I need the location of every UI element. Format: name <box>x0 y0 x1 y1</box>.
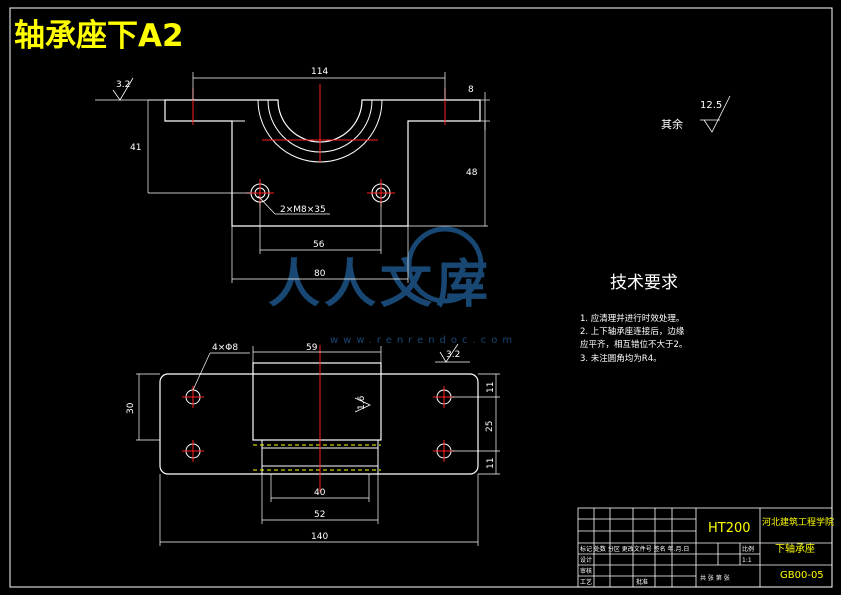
roughness-symbol-top: 3.2 <box>95 77 165 101</box>
svg-text:11: 11 <box>486 382 496 393</box>
svg-text:56: 56 <box>313 240 325 250</box>
svg-text:41: 41 <box>130 143 141 153</box>
dim-52: 52 <box>261 474 379 524</box>
svg-text:140: 140 <box>311 532 328 542</box>
dim-114: 114 <box>192 67 446 100</box>
svg-text:4×Φ8: 4×Φ8 <box>212 343 238 353</box>
svg-text:1.6: 1.6 <box>357 395 367 410</box>
svg-text:52: 52 <box>314 510 325 520</box>
tech-req-item-2: 2. 上下轴承座连接后，边缘 <box>580 326 685 337</box>
svg-text:59: 59 <box>306 343 318 353</box>
tech-req-item-1: 1. 应清理并进行时效处理。 <box>580 313 684 324</box>
roughness-other: 12.5 其余 <box>661 95 731 133</box>
drawing-title: 轴承座下A2 <box>14 18 184 54</box>
svg-text:30: 30 <box>126 402 136 414</box>
hole-note: 4×Φ8 <box>192 343 250 391</box>
dim-140: 140 <box>159 474 479 546</box>
technical-requirements: 技术要求 1. 应清理并进行时效处理。 2. 上下轴承座连接后，边缘 应平齐，相… <box>580 273 687 364</box>
base-plate-outline <box>159 373 479 475</box>
dim-48: 48 <box>408 121 488 227</box>
material: HT200 <box>708 521 751 536</box>
dim-right-stack: 11 25 11 <box>452 373 500 475</box>
svg-text:3.2: 3.2 <box>446 350 460 360</box>
part-name: 下轴承座 <box>775 542 815 555</box>
tech-req-item-4: 3. 未注圆角均为R4。 <box>580 353 662 364</box>
watermark-url: www.renrendoc.com <box>330 335 517 346</box>
thread-note: 2×M8×35 <box>257 195 330 215</box>
school-name: 河北建筑工程学院 <box>762 516 834 528</box>
tb-row-2: 设计 <box>580 556 592 564</box>
tb-row-5: 批准 <box>636 578 648 586</box>
svg-text:其余: 其余 <box>661 117 683 131</box>
dim-8: 8 <box>468 85 490 130</box>
tech-req-item-3: 应平齐，相互错位不大于2。 <box>580 339 687 350</box>
mount-hole-bl <box>182 440 204 462</box>
svg-text:3.2: 3.2 <box>116 80 130 90</box>
watermark-text: 人人文库 <box>268 255 492 315</box>
watermark: 人人文库 www.renrendoc.com <box>268 226 517 346</box>
mount-hole-br <box>433 440 455 462</box>
tb-row-4: 工艺 <box>580 578 592 586</box>
dim-56: 56 <box>259 202 382 254</box>
dim-80: 80 <box>231 226 409 283</box>
sheet-label: 共 张 第 张 <box>700 574 730 582</box>
tb-row-1: 标记 处数 分区 更改文件号 签名 年.月.日 <box>580 545 689 553</box>
dim-59: 59 <box>252 343 382 363</box>
scale-value: 1:1 <box>742 557 752 564</box>
tech-req-title: 技术要求 <box>610 273 678 293</box>
roughness-symbol-bottom: 3.2 <box>435 343 470 363</box>
dim-40: 40 <box>270 474 370 502</box>
svg-text:11: 11 <box>486 458 496 469</box>
svg-text:2×M8×35: 2×M8×35 <box>280 205 326 215</box>
top-view: 4×Φ8 59 3.2 1.6 30 <box>126 343 500 546</box>
svg-text:25: 25 <box>485 421 495 432</box>
svg-text:80: 80 <box>314 269 326 279</box>
svg-text:12.5: 12.5 <box>700 100 722 111</box>
drawing-border <box>9 7 833 588</box>
mount-hole-tr <box>433 386 455 408</box>
drawing-number: GB00-05 <box>780 570 824 581</box>
svg-text:114: 114 <box>311 67 328 77</box>
dim-30: 30 <box>126 373 160 441</box>
svg-text:40: 40 <box>314 488 326 498</box>
svg-text:48: 48 <box>466 168 478 178</box>
tb-row-3: 审核 <box>580 567 592 575</box>
scale-label: 比例 <box>742 545 754 553</box>
roughness-1-6: 1.6 <box>354 395 371 413</box>
front-view: 114 8 41 48 56 <box>95 67 490 283</box>
title-block <box>577 507 833 588</box>
svg-text:8: 8 <box>468 85 474 95</box>
